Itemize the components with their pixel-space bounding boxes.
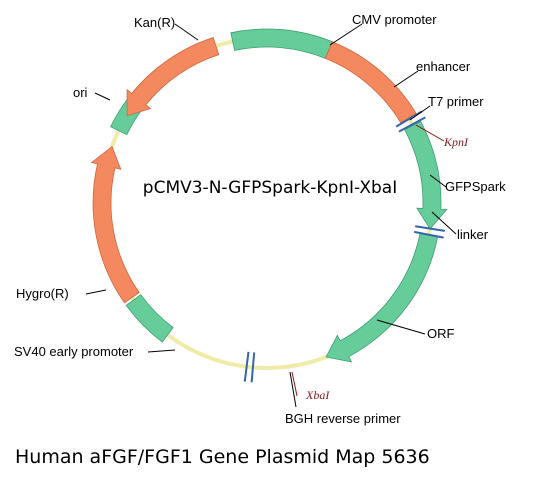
- xbai-site-marker: [243, 351, 250, 382]
- feature-label-orf: ORF: [427, 326, 455, 341]
- marker-label-bgh-reverse-primer: BGH reverse primer: [285, 411, 401, 426]
- leader-orf: [376, 319, 426, 335]
- linker-marker: [415, 225, 445, 232]
- feature-gfpspark: [404, 120, 448, 230]
- kpni-site-marker: [398, 116, 426, 133]
- leader-t7-primer: [409, 105, 431, 121]
- feature-label-hygro: Hygro(R): [16, 286, 69, 301]
- feature-label-gfpspark: GFPSpark: [445, 179, 506, 194]
- leader-linker: [431, 211, 457, 235]
- leader-bgh-reverse-primer: [289, 371, 297, 408]
- leader-kpni: [415, 124, 445, 142]
- feature-label-kan: Kan(R): [134, 15, 175, 30]
- plasmid-name: pCMV3-N-GFPSpark-KpnI-XbaI: [143, 178, 397, 198]
- feature-kan: [126, 36, 220, 117]
- leader-ori: [94, 92, 111, 101]
- feature-enhancer: [324, 41, 417, 124]
- leader-enhancer: [393, 70, 419, 88]
- leader-sv40-promoter: [147, 349, 176, 353]
- caption: Human aFGF/FGF1 Gene Plasmid Map 5636: [15, 446, 430, 468]
- kpni-site-marker: [395, 110, 423, 128]
- marker-label-t7-primer: T7 primer: [428, 94, 484, 109]
- feature-label-sv40-promoter: SV40 early promoter: [14, 344, 134, 359]
- leader-cmv-promoter: [329, 23, 363, 46]
- feature-orf: [325, 232, 439, 363]
- feature-cmv-promoter: [230, 28, 333, 59]
- feature-label-cmv-promoter: CMV promoter: [352, 12, 437, 27]
- marker-label-kpni: KpnI: [443, 135, 469, 149]
- leader-hygro: [85, 289, 107, 295]
- xbai-site-marker: [250, 352, 256, 383]
- feature-sv40-promoter: [125, 294, 174, 343]
- leader-kan: [174, 23, 199, 41]
- marker-label-linker: linker: [457, 227, 489, 242]
- feature-label-ori: ori: [73, 85, 88, 100]
- feature-hygro: [90, 145, 140, 304]
- leader-xbai: [291, 371, 298, 397]
- feature-label-enhancer: enhancer: [416, 59, 471, 74]
- marker-label-xbai: XbaI: [305, 388, 330, 402]
- leader-gfpspark: [429, 174, 447, 188]
- linker-marker: [414, 230, 444, 239]
- plasmid-map: pCMV3-N-GFPSpark-KpnI-XbaI CMV promoter …: [14, 12, 506, 426]
